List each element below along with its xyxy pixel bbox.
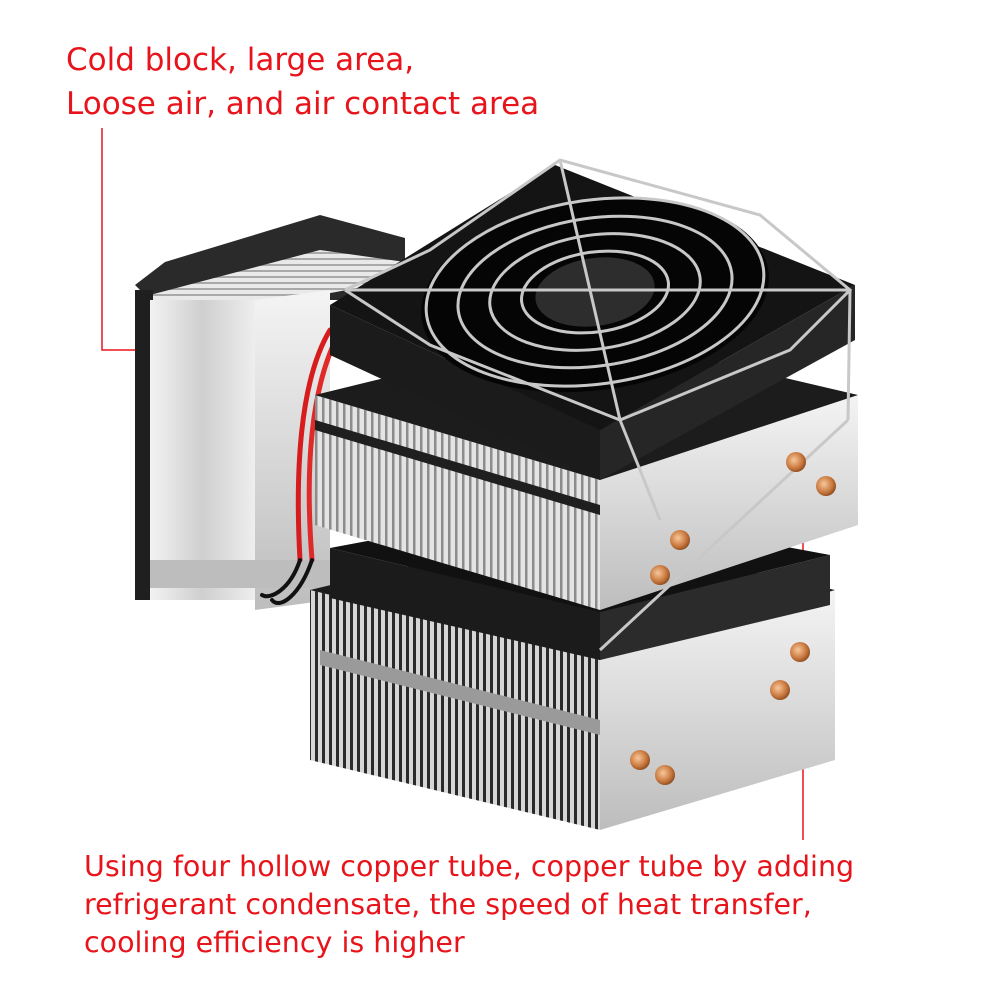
top-caption-line-1: Cold block, large area, bbox=[66, 42, 415, 78]
top-caption: Cold block, large area, Loose air, and a… bbox=[66, 38, 539, 126]
bottom-caption-line-2: refrigerant condensate, the speed of hea… bbox=[84, 888, 812, 921]
fan-guard bbox=[344, 158, 853, 652]
top-caption-line-2: Loose air, and air contact area bbox=[66, 86, 540, 122]
bottom-caption-line-1: Using four hollow copper tube, copper tu… bbox=[84, 850, 855, 883]
bottom-caption: Using four hollow copper tube, copper tu… bbox=[84, 848, 854, 962]
bottom-caption-line-3: cooling efficiency is higher bbox=[84, 926, 465, 959]
wires bbox=[260, 327, 341, 605]
copper-tubes bbox=[630, 452, 836, 785]
